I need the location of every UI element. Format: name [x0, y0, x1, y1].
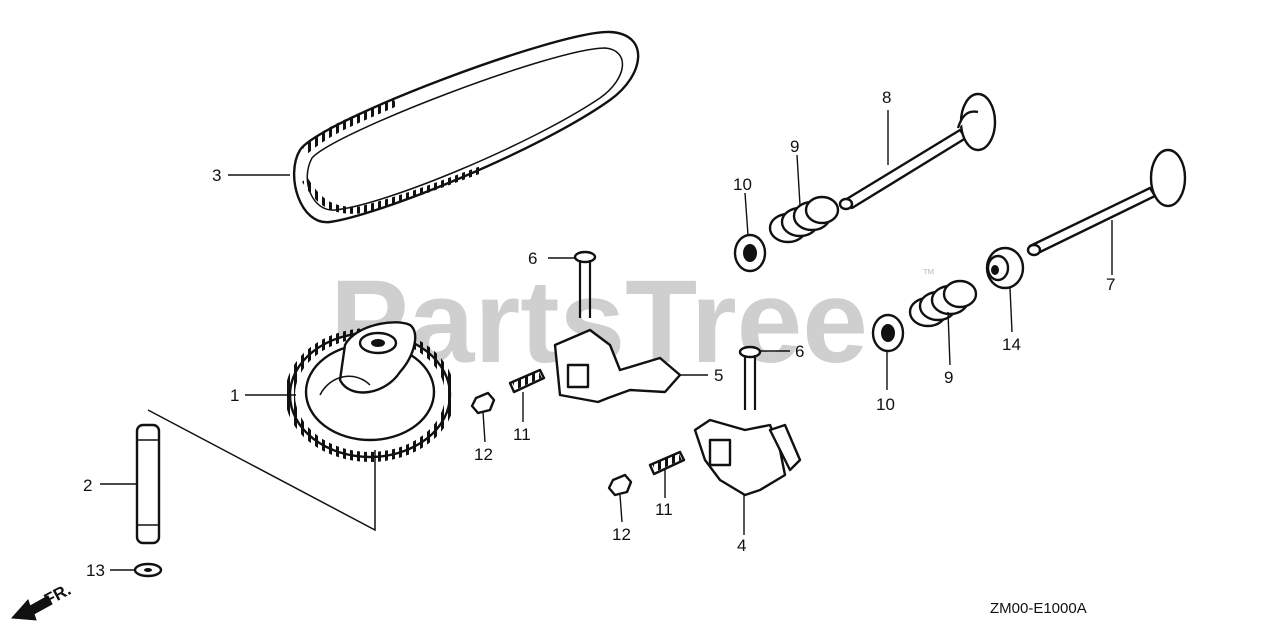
- rocker-arm-4[interactable]: [693, 418, 802, 497]
- camshaft-pin[interactable]: [135, 423, 161, 545]
- lock-nut-upper[interactable]: [470, 391, 496, 415]
- callout-4: 4: [737, 536, 746, 555]
- figure-code: ZM00-E1000A: [990, 600, 1087, 617]
- watermark-trademark: ™: [922, 266, 935, 281]
- valve-rotator[interactable]: [985, 246, 1025, 290]
- callout-9-lower: 9: [944, 368, 953, 387]
- callout-10-upper: 10: [733, 175, 752, 194]
- callout-6-upper: 6: [528, 249, 537, 268]
- callout-1: 1: [230, 386, 239, 405]
- adjuster-bolt-upper[interactable]: [508, 368, 546, 394]
- callout-7: 7: [1106, 275, 1115, 294]
- callout-12-upper: 12: [474, 445, 493, 464]
- callout-5: 5: [714, 366, 723, 385]
- valve-spring-lower[interactable]: [908, 279, 978, 328]
- valve-8[interactable]: [838, 92, 997, 211]
- valve-7[interactable]: [1026, 148, 1187, 257]
- spring-retainer-lower[interactable]: [871, 313, 905, 353]
- callout-8: 8: [882, 88, 891, 107]
- rocker-arm-5[interactable]: [553, 328, 682, 404]
- callout-2: 2: [83, 476, 92, 495]
- adjuster-bolt-lower[interactable]: [648, 450, 686, 476]
- camshaft-pulley[interactable]: [285, 321, 455, 462]
- lock-nut-lower[interactable]: [607, 473, 633, 497]
- spring-retainer-upper[interactable]: [733, 233, 767, 273]
- callout-6-lower: 6: [795, 342, 804, 361]
- pivot-pin-lower[interactable]: [738, 345, 762, 410]
- callout-3: 3: [212, 166, 221, 185]
- callout-11-upper: 11: [513, 425, 531, 444]
- callout-10-lower: 10: [876, 395, 895, 414]
- callout-12-lower: 12: [612, 525, 631, 544]
- valve-spring-upper[interactable]: [768, 195, 840, 244]
- front-direction-arrow: FR.: [10, 580, 74, 621]
- callout-11-lower: 11: [655, 500, 673, 519]
- pivot-pin-upper[interactable]: [573, 250, 597, 318]
- callout-13: 13: [86, 561, 105, 580]
- callout-labels: 1 2 3 4 5 6 6 7 8 9 9 10 10 11 11 12 12 …: [83, 88, 1115, 580]
- washer-13[interactable]: [133, 562, 163, 578]
- callout-14: 14: [1002, 335, 1021, 354]
- leader-lines: [100, 110, 1113, 571]
- callout-9-upper: 9: [790, 137, 799, 156]
- timing-belt[interactable]: [292, 30, 640, 224]
